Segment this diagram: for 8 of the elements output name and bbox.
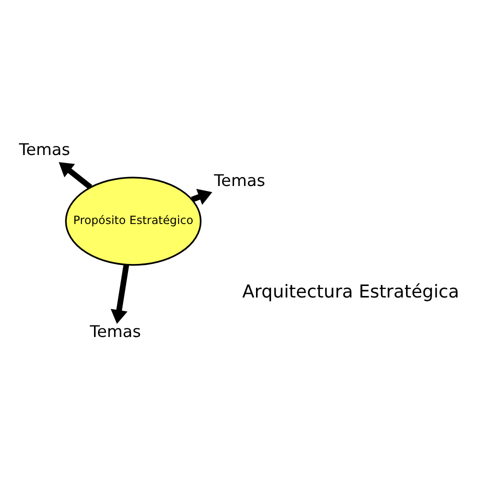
node-text: Temas [18,139,70,158]
node-text: Temas [90,322,141,341]
label: Arquitectura Estratégica [242,280,460,302]
node-text: Temas [214,170,266,190]
arrow [58,162,92,189]
arrow [191,188,212,204]
arrow [110,264,130,324]
node-ellipse: Propósito Estratégico [65,176,202,266]
